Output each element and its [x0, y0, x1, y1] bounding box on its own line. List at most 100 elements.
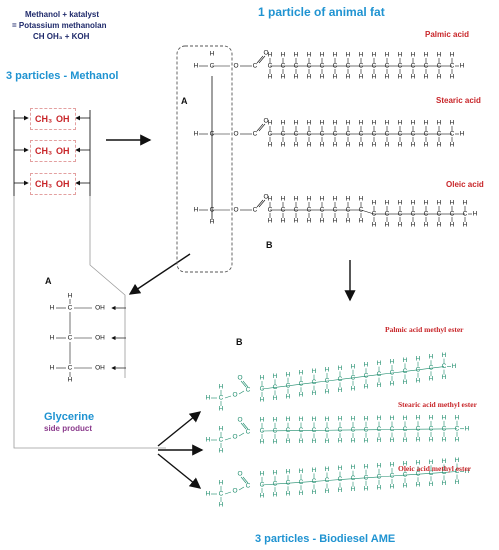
carbonyl-bond [240, 422, 247, 430]
double-bond [360, 209, 375, 215]
hydrogen-atom: H [219, 406, 224, 413]
ester-bond [238, 432, 245, 437]
hydrogen-atom: H [372, 52, 377, 59]
hydrogen-atom: H [320, 196, 325, 203]
carbon-bond [261, 483, 276, 486]
carbon-atom: C [253, 207, 258, 214]
hydrogen-atom: H [411, 200, 416, 207]
carbon-bond [287, 383, 302, 387]
hydrogen-atom: H [219, 502, 224, 509]
hydrogen-atom: H [346, 74, 351, 81]
methanol-ch3: CH₃ [35, 146, 53, 156]
hydroxyl-group: OH [95, 365, 105, 372]
carbon-bond [365, 476, 380, 479]
carbon-bond [391, 371, 406, 374]
hydrogen-atom: H [286, 416, 291, 423]
hydrogen-atom: H [359, 196, 364, 203]
hydroxyl-group: OH [95, 305, 105, 312]
oxygen-atom: O [233, 63, 238, 70]
hydrogen-atom: H [219, 384, 224, 391]
hydrogen-atom: H [294, 52, 299, 59]
hydrogen-atom: H [411, 222, 416, 229]
hydrogen-atom: H [364, 463, 369, 470]
hydrogen-atom: H [450, 222, 455, 229]
glycerine-title: Glycerine [44, 411, 95, 423]
hydrogen-atom: H [390, 462, 395, 469]
hydrogen-atom: H [398, 120, 403, 127]
hydrogen-atom: H [442, 352, 447, 359]
carbon-bond [339, 377, 354, 380]
hydrogen-atom: H [312, 438, 317, 445]
hydrogen-atom: H [294, 74, 299, 81]
hydrogen-atom: H [320, 74, 325, 81]
hydrogen-atom: H [359, 74, 364, 81]
carbon-bond [352, 375, 367, 379]
hydrogen-atom: H [268, 142, 273, 149]
hydrogen-atom: H [294, 120, 299, 127]
hydrogen-atom: H [463, 222, 468, 229]
hydrogen-atom: H [346, 120, 351, 127]
carbon-atom: C [463, 211, 468, 218]
hydrogen-atom: H [294, 218, 299, 225]
hydrogen-atom: H [312, 368, 317, 375]
carbon-bond [391, 474, 406, 477]
hydrogen-atom: H [281, 142, 286, 149]
methanol-oh: OH [56, 114, 70, 124]
hydrogen-atom: H [268, 52, 273, 59]
carbon-atom: C [246, 483, 251, 490]
label-b-fat: B [266, 240, 273, 250]
carbon-bond [365, 374, 380, 377]
carbon-bond [339, 478, 354, 480]
hydrogen-atom: H [372, 74, 377, 81]
hydrogen-atom: H [372, 200, 377, 207]
hydrogen-atom: H [68, 293, 73, 300]
hydrogen-atom: H [320, 120, 325, 127]
carbon-atom: C [246, 429, 251, 436]
hydrogen-atom: H [429, 459, 434, 466]
hydrogen-atom: H [424, 142, 429, 149]
hydrogen-atom: H [429, 354, 434, 361]
hydrogen-atom: H [50, 305, 55, 312]
hydrogen-atom: H [333, 120, 338, 127]
hydrogen-atom: H [398, 74, 403, 81]
oxygen-atom: O [233, 207, 238, 214]
hydrogen-atom: H [312, 416, 317, 423]
carbon-atom: C [253, 63, 258, 70]
hydrogen-atom: H [206, 395, 211, 402]
hydrogen-atom: H [442, 458, 447, 465]
acid-label-oleic: Oleic acid [446, 180, 484, 189]
hydrogen-atom: H [273, 492, 278, 499]
hydrogen-atom: H [273, 395, 278, 402]
hydrogen-atom: H [346, 218, 351, 225]
hydrogen-atom: H [385, 120, 390, 127]
carbon-bond [430, 366, 445, 369]
hydrogen-atom: H [333, 52, 338, 59]
hydrogen-atom: H [390, 437, 395, 444]
fat-title: 1 particle of animal fat [258, 5, 385, 19]
hydroxyl-group: OH [95, 335, 105, 342]
carbon-atom: C [219, 491, 224, 498]
hydrogen-atom: H [403, 415, 408, 422]
hydrogen-atom: H [390, 359, 395, 366]
oxygen-atom: O [237, 417, 242, 424]
hydrogen-atom: H [390, 381, 395, 388]
hydrogen-atom: H [424, 222, 429, 229]
hydrogen-atom: H [377, 437, 382, 444]
hydrogen-atom: H [424, 74, 429, 81]
methanol-molecule-3: CH₃ OH [30, 173, 76, 195]
acid-label-palmic: Palmic acid [425, 30, 470, 39]
hydrogen-atom: H [312, 489, 317, 496]
hydrogen-atom: H [385, 74, 390, 81]
hydrogen-atom: H [260, 397, 265, 404]
hydrogen-atom: H [351, 415, 356, 422]
hydrogen-atom: H [210, 219, 215, 226]
hydrogen-atom: H [372, 120, 377, 127]
carbon-bond [352, 477, 367, 479]
hydrogen-atom: H [299, 468, 304, 475]
hydrogen-atom: H [338, 387, 343, 394]
hydrogen-atom: H [411, 52, 416, 59]
hydrogen-atom: H [437, 74, 442, 81]
